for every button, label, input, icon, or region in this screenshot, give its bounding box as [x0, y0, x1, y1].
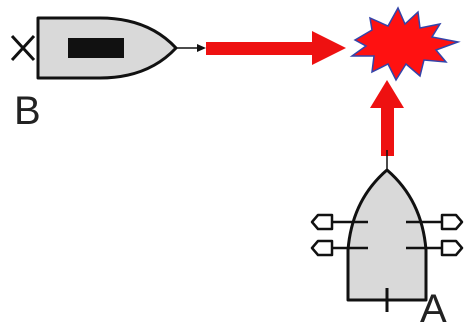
- oar-icon: [310, 239, 368, 257]
- boat-b: [10, 16, 206, 80]
- boat-a-hull: [346, 168, 428, 302]
- boat-a: [310, 150, 464, 312]
- course-arrow-icon: [370, 80, 404, 156]
- rudder-cross-icon: [10, 34, 36, 62]
- collision-burst-icon: [349, 6, 461, 82]
- rudder-cross-icon: [378, 288, 396, 312]
- boat-a-label: A: [420, 287, 447, 327]
- boat-b-label: B: [14, 89, 41, 133]
- oar-icon: [406, 239, 464, 257]
- course-arrow-icon: [206, 31, 346, 65]
- boat-b-cabin: [68, 38, 124, 58]
- oar-icon: [406, 213, 464, 231]
- oar-icon: [310, 213, 368, 231]
- boat-b-heading-pointer: [176, 44, 206, 52]
